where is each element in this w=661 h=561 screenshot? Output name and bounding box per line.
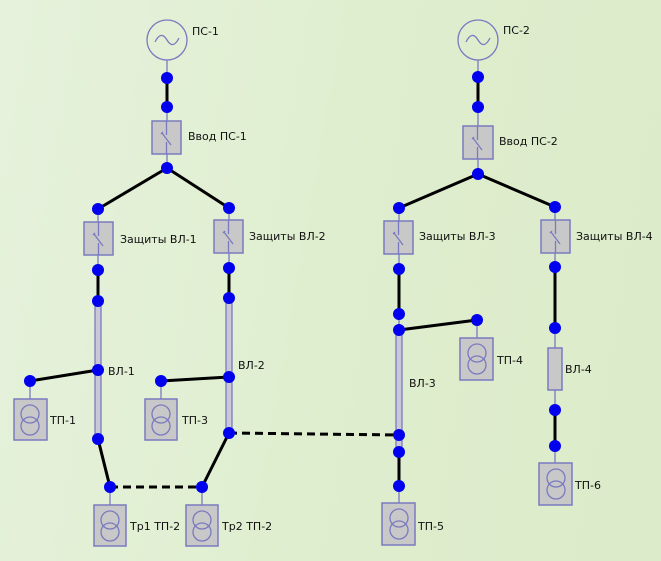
node xyxy=(223,202,235,214)
node xyxy=(196,481,208,493)
substation-tp3[interactable]: ТП-3 xyxy=(144,398,208,441)
node xyxy=(393,202,405,214)
breaker-input-ps2[interactable]: Ввод ПС-2 xyxy=(462,125,558,160)
node xyxy=(393,446,405,458)
node xyxy=(472,168,484,180)
breaker-protection-vl3[interactable]: Защиты ВЛ-3 xyxy=(383,220,496,255)
substation-tp2-tr2[interactable]: Тр2 ТП-2 xyxy=(185,504,272,547)
line-label: ВЛ-3 xyxy=(409,377,436,390)
breaker-protection-vl2[interactable]: Защиты ВЛ-2 xyxy=(213,219,326,254)
node xyxy=(161,101,173,113)
node xyxy=(92,203,104,215)
substation-tp2-tr1[interactable]: Тр1 ТП-2 xyxy=(93,504,180,547)
breaker-label: Защиты ВЛ-2 xyxy=(249,230,326,243)
node xyxy=(24,375,36,387)
substation-label: ТП-1 xyxy=(49,414,76,427)
node xyxy=(549,201,561,213)
node xyxy=(471,314,483,326)
node xyxy=(393,480,405,492)
source-ps2[interactable]: ПС-2 xyxy=(457,19,530,61)
node xyxy=(223,371,235,383)
source-label: ПС-1 xyxy=(192,25,219,38)
node xyxy=(223,262,235,274)
breaker-label: Защиты ВЛ-3 xyxy=(419,230,496,243)
node xyxy=(223,427,235,439)
substation-label: Тр2 ТП-2 xyxy=(221,520,272,533)
line-label: ВЛ-4 xyxy=(565,363,592,376)
substation-label: Тр1 ТП-2 xyxy=(129,520,180,533)
breaker-label: Защиты ВЛ-1 xyxy=(120,233,197,246)
breaker-label: Защиты ВЛ-4 xyxy=(576,230,653,243)
node xyxy=(155,375,167,387)
node xyxy=(161,162,173,174)
breaker-protection-vl4[interactable]: Защиты ВЛ-4 xyxy=(540,219,653,254)
node xyxy=(393,324,405,336)
line-vl4[interactable]: ВЛ-4 xyxy=(547,347,592,391)
breaker-label: Ввод ПС-1 xyxy=(188,130,247,143)
line-vl2[interactable]: ВЛ-2 xyxy=(225,297,265,434)
node xyxy=(161,72,173,84)
substation-tp1[interactable]: ТП-1 xyxy=(13,398,76,441)
node xyxy=(393,308,405,320)
node xyxy=(549,440,561,452)
node xyxy=(92,264,104,276)
line-label: ВЛ-1 xyxy=(108,365,135,378)
substation-label: ТП-6 xyxy=(574,479,601,492)
breaker-input-ps1[interactable]: Ввод ПС-1 xyxy=(151,120,247,155)
breaker-label: Ввод ПС-2 xyxy=(499,135,558,148)
substation-tp4[interactable]: ТП-4 xyxy=(459,337,523,381)
node xyxy=(92,433,104,445)
generator-icon xyxy=(457,19,499,61)
node xyxy=(549,322,561,334)
node xyxy=(472,71,484,83)
substation-label: ТП-5 xyxy=(417,520,444,533)
node xyxy=(92,295,104,307)
node xyxy=(393,263,405,275)
node xyxy=(104,481,116,493)
source-label: ПС-2 xyxy=(503,24,530,37)
node xyxy=(549,261,561,273)
node xyxy=(393,429,405,441)
generator-icon xyxy=(146,19,188,61)
breaker-protection-vl1[interactable]: Защиты ВЛ-1 xyxy=(83,221,197,256)
node xyxy=(549,404,561,416)
substation-tp5[interactable]: ТП-5 xyxy=(381,502,444,546)
source-ps1[interactable]: ПС-1 xyxy=(146,19,219,61)
line-label: ВЛ-2 xyxy=(238,359,265,372)
node xyxy=(92,364,104,376)
substation-label: ТП-3 xyxy=(181,414,208,427)
node xyxy=(223,292,235,304)
open-tie-vl2-vl3 xyxy=(228,431,400,437)
node xyxy=(472,101,484,113)
substation-label: ТП-4 xyxy=(496,354,523,367)
substation-tp6[interactable]: ТП-6 xyxy=(538,462,601,506)
connection-nodes[interactable] xyxy=(24,71,561,493)
